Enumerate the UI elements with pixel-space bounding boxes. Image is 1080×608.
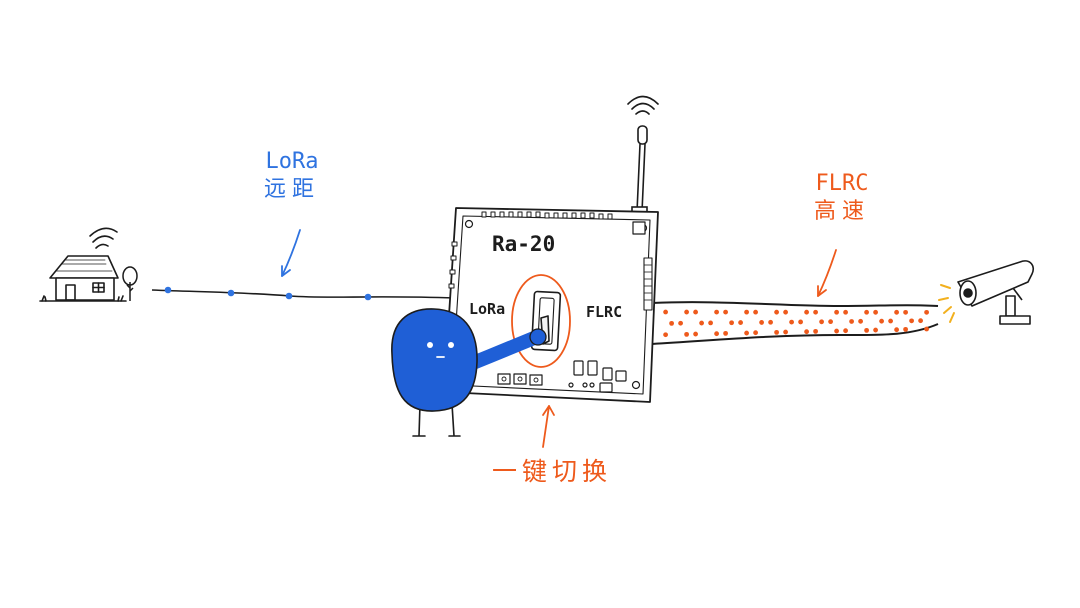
flrc-dot: [888, 318, 893, 324]
flrc-dot: [699, 320, 704, 326]
antenna-icon: [627, 95, 659, 218]
flrc-dot: [684, 309, 689, 315]
flrc-dot: [879, 318, 884, 324]
flrc-dot: [834, 328, 839, 334]
flrc-dot: [903, 326, 908, 332]
flrc-dot: [894, 327, 899, 333]
flrc-annotation-subtitle: 高速: [813, 198, 870, 224]
flrc-dot: [819, 319, 824, 325]
flrc-dot: [924, 309, 929, 315]
flrc-dot: [774, 329, 779, 335]
lora-annotation-title: LoRa: [265, 149, 319, 174]
flrc-dot: [783, 329, 788, 335]
flrc-dot: [768, 319, 773, 325]
flrc-dot: [684, 331, 689, 337]
flrc-annotation-title: FLRC: [815, 171, 869, 196]
lora-link: [151, 286, 456, 301]
flrc-dot: [849, 319, 854, 324]
flrc-dot: [903, 309, 908, 315]
flrc-dot: [813, 309, 818, 315]
house-icon: [39, 255, 127, 302]
wifi-icon: [89, 227, 118, 249]
lora-annotation-subtitle: 远距: [263, 176, 320, 202]
flrc-dot: [663, 309, 668, 315]
flrc-dot: [804, 309, 809, 315]
flrc-dot: [864, 309, 869, 315]
flrc-dot: [858, 318, 863, 324]
flrc-dot: [753, 309, 758, 315]
flrc-dot: [693, 331, 698, 337]
flrc-dot: [723, 330, 728, 336]
flrc-dot: [828, 319, 833, 325]
flrc-dot: [753, 330, 758, 336]
flrc-link: [651, 301, 939, 345]
flrc-dot: [804, 329, 809, 335]
flrc-dot: [789, 319, 794, 325]
camera-icon: [957, 260, 1035, 325]
flrc-dot: [843, 309, 848, 315]
flrc-dot: [744, 309, 749, 315]
flrc-dot: [759, 320, 764, 325]
flrc-dot: [729, 320, 734, 326]
lora-annotation: LoRa 远距: [252, 148, 332, 203]
camera-light-rays: [938, 284, 955, 323]
flrc-dot: [894, 309, 899, 315]
flrc-dot: [714, 309, 719, 315]
character-icon: [391, 308, 547, 437]
flrc-dot: [864, 327, 869, 333]
switch-annotation: 一键切换: [492, 457, 613, 486]
flrc-dot: [708, 320, 713, 326]
flrc-dot: [843, 328, 848, 334]
flrc-dot: [774, 309, 779, 315]
flrc-dot: [873, 309, 878, 315]
flrc-dot: [738, 320, 743, 325]
flrc-dot: [723, 309, 728, 315]
flrc-dot: [924, 326, 929, 332]
flrc-dot: [783, 309, 788, 315]
flrc-arrow: [817, 249, 837, 297]
flrc-dot: [714, 331, 719, 337]
flrc-dot: [909, 318, 914, 324]
switch-right-label: FLRC: [586, 303, 623, 321]
flrc-dot: [693, 309, 698, 315]
flrc-dot: [873, 327, 878, 333]
switch-left-label: LoRa: [469, 300, 506, 318]
flrc-dot: [744, 330, 749, 336]
device-title: Ra-20: [492, 232, 556, 256]
switch-highlight-ring: [511, 274, 571, 368]
flrc-annotation: FLRC 高速: [802, 170, 882, 225]
flrc-dots: [663, 309, 929, 338]
flrc-dot: [663, 332, 668, 338]
flrc-dot: [813, 328, 818, 334]
tree-icon: [122, 266, 138, 301]
lora-arrow: [281, 229, 301, 277]
flrc-dot: [798, 319, 803, 325]
switch-arrow: [542, 405, 555, 448]
flrc-dot: [834, 309, 839, 315]
flrc-dot: [678, 320, 683, 326]
flrc-dot: [669, 320, 674, 326]
flrc-dot: [918, 318, 923, 324]
